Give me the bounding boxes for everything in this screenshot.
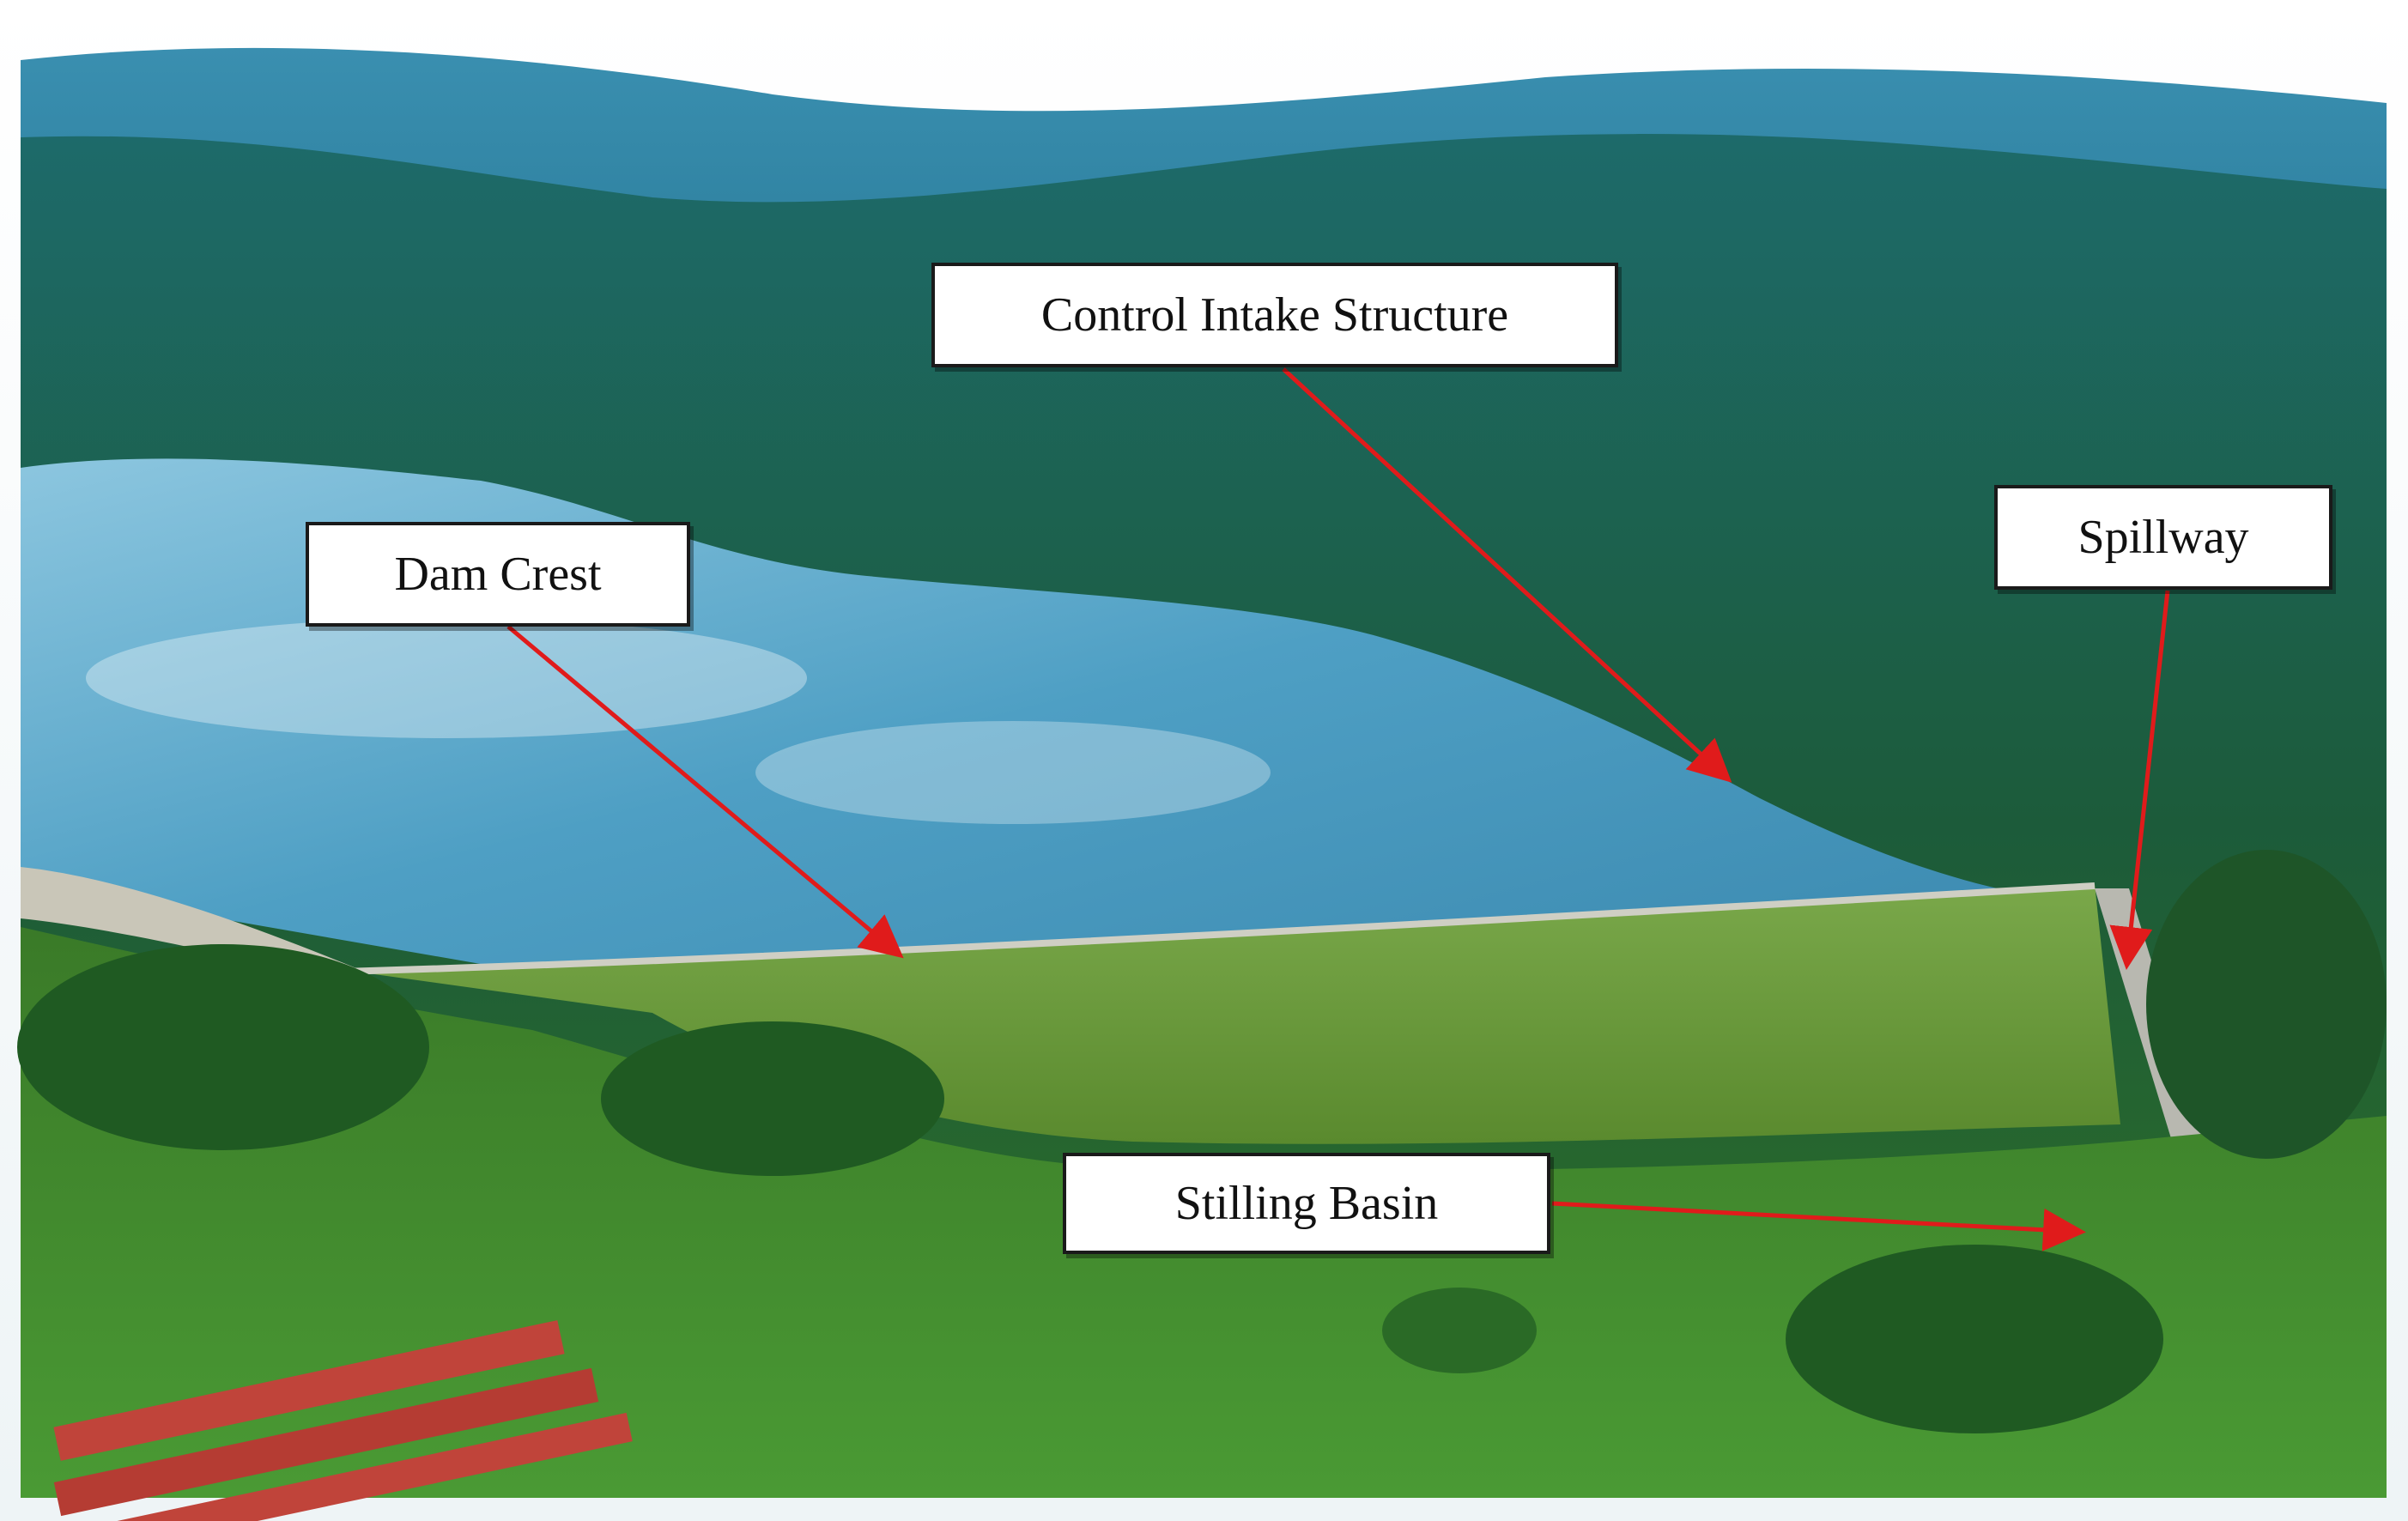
- arrow-control-intake: [1282, 367, 1732, 783]
- dam-embankment: [343, 884, 2120, 1144]
- spillway-label: Spillway: [1994, 485, 2332, 590]
- arrow-dam-crest: [506, 625, 904, 959]
- arrow-stilling-basin: [1551, 1201, 2086, 1251]
- cloud-reflection: [755, 721, 1271, 824]
- stilling-basin-label: Stilling Basin: [1063, 1153, 1550, 1254]
- arrow-spillway: [2109, 590, 2170, 970]
- residential-area: [53, 1320, 633, 1521]
- tree-cluster: [1382, 1288, 1537, 1373]
- control-intake-label: Control Intake Structure: [931, 263, 1618, 367]
- cloud-reflection: [86, 618, 807, 738]
- tree-cluster: [17, 944, 429, 1150]
- tree-cluster: [1786, 1245, 2163, 1433]
- tree-cluster: [2146, 850, 2387, 1159]
- tree-cluster: [601, 1021, 944, 1176]
- dam-crest-line: [343, 882, 2096, 975]
- dam-crest-label: Dam Crest: [306, 522, 690, 627]
